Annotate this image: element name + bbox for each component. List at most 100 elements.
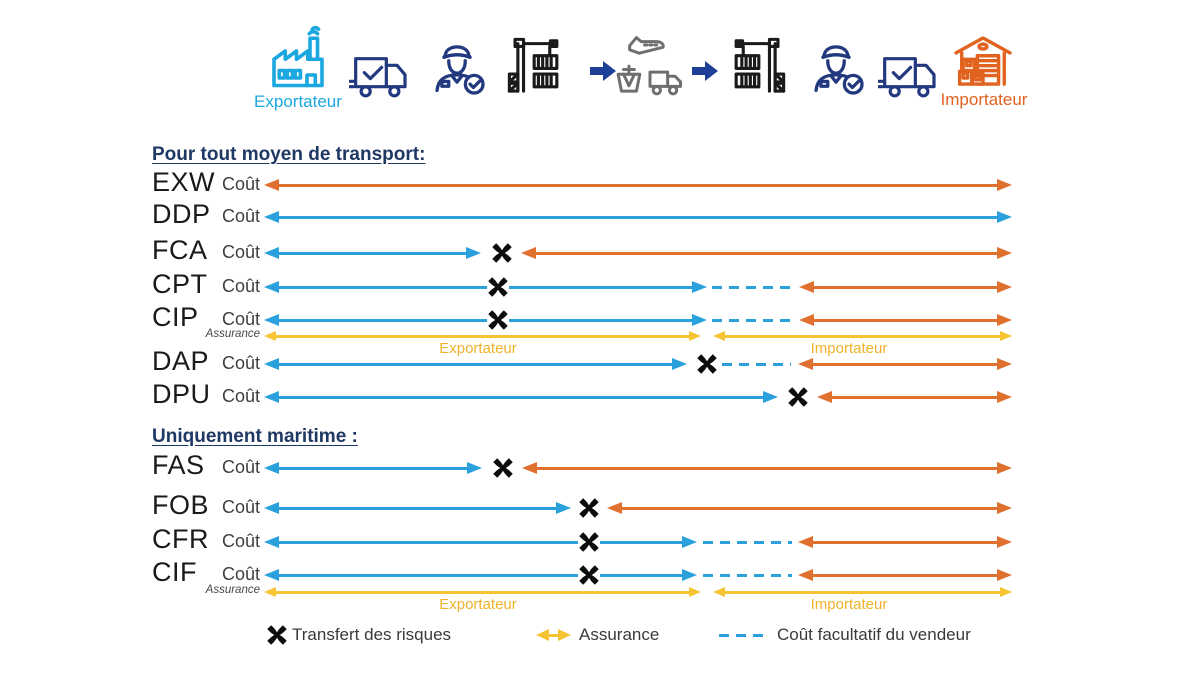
arrowhead-right: [997, 179, 1012, 191]
cost-arrow-line: [812, 285, 999, 289]
flow-arrow-icon: [692, 61, 718, 81]
arrowhead-right: [682, 569, 697, 581]
incoterm-code: CPT: [152, 269, 208, 299]
crane-containers-icon: [507, 37, 559, 93]
arrowhead-right: [997, 281, 1012, 293]
arrowhead-right: [997, 247, 1012, 259]
cost-arrow-line: [723, 590, 1002, 594]
cost-label: Coût: [222, 457, 261, 477]
risk-transfer-icon: [787, 386, 809, 408]
arrowhead-left: [264, 587, 276, 597]
arrowhead-right: [466, 247, 481, 259]
cost-label: Coût: [222, 353, 261, 373]
cost-arrow-line: [277, 395, 765, 399]
cost-arrow-line: [811, 540, 999, 544]
transport-modes-icon: [616, 36, 683, 96]
cost-arrow-line: [277, 251, 468, 255]
cost-arrow-line: [277, 183, 999, 187]
incoterm-code: DDP: [152, 199, 211, 229]
risk-transfer-icon: [266, 624, 288, 646]
arrowhead-left: [264, 179, 279, 191]
cost-label: Coût: [222, 497, 261, 517]
risk-transfer-icon: [696, 353, 718, 375]
crane-containers-icon: [734, 37, 786, 93]
exporter-party-label: Exportateur: [439, 596, 517, 613]
arrowhead-right: [997, 462, 1012, 474]
arrowhead-left: [264, 536, 279, 548]
cost-arrow-line: [277, 506, 558, 510]
arrowhead-left: [536, 629, 549, 641]
legend-label: Assurance: [579, 625, 660, 644]
cost-label: Coût: [222, 242, 261, 262]
arrowhead-left: [799, 281, 814, 293]
warehouse-icon: [954, 36, 1012, 86]
arrowhead-left: [798, 569, 813, 581]
cost-arrow-line: [277, 466, 469, 470]
cost-arrow-line: [620, 506, 999, 510]
cost-arrow-line: [534, 251, 999, 255]
arrowhead-right: [1000, 331, 1012, 341]
arrowhead-right: [682, 536, 697, 548]
cost-arrow-line: [277, 362, 674, 366]
risk-transfer-icon: [578, 564, 600, 586]
optional-cost-dashed-line: [722, 362, 791, 366]
risk-transfer-icon: [578, 497, 600, 519]
optional-cost-dashed-line: [703, 573, 792, 577]
arrowhead-right: [997, 536, 1012, 548]
cost-arrow-line: [830, 395, 999, 399]
cost-arrow-line: [274, 590, 691, 594]
arrowhead-left: [264, 462, 279, 474]
incoterm-code: CIP: [152, 302, 199, 332]
risk-transfer-icon: [487, 276, 509, 298]
incoterm-code: FCA: [152, 235, 208, 265]
customs-officer-icon: [435, 45, 485, 95]
arrowhead-right: [689, 587, 701, 597]
cost-label: Coût: [222, 386, 261, 406]
arrowhead-left: [264, 281, 279, 293]
cost-arrow-line: [277, 573, 684, 577]
optional-cost-dashed-line: [719, 633, 769, 637]
flow-arrow-icon: [590, 61, 616, 81]
cost-arrow-line: [274, 334, 691, 338]
arrowhead-right: [692, 314, 707, 326]
exporter-header-label: Exportateur: [254, 92, 342, 111]
arrowhead-left: [607, 502, 622, 514]
arrowhead-left: [799, 314, 814, 326]
arrowhead-right: [689, 331, 701, 341]
arrowhead-right: [1000, 587, 1012, 597]
cost-arrow-line: [811, 573, 999, 577]
cost-arrow-line: [812, 318, 999, 322]
optional-cost-dashed-line: [712, 318, 792, 322]
risk-transfer-icon: [492, 457, 514, 479]
incoterm-code: FAS: [152, 450, 205, 480]
arrowhead-left: [713, 587, 725, 597]
arrowhead-right: [997, 314, 1012, 326]
truck-check-icon: [349, 57, 407, 98]
cost-arrow-line: [277, 215, 999, 219]
arrowhead-right: [997, 502, 1012, 514]
arrowhead-left: [264, 569, 279, 581]
arrowhead-right: [997, 358, 1012, 370]
arrowhead-left: [264, 314, 279, 326]
arrowhead-left: [522, 462, 537, 474]
arrowhead-left: [264, 502, 279, 514]
arrowhead-left: [264, 247, 279, 259]
arrowhead-left: [798, 358, 813, 370]
arrowhead-right: [763, 391, 778, 403]
cost-label: Coût: [222, 564, 261, 584]
cost-label: Coût: [222, 531, 261, 551]
cost-arrow-line: [277, 285, 694, 289]
arrowhead-left: [264, 391, 279, 403]
cost-label: Coût: [222, 309, 261, 329]
factory-icon: [272, 25, 324, 88]
arrowhead-right: [467, 462, 482, 474]
incoterm-code: DPU: [152, 379, 211, 409]
section-title: Uniquement maritime :: [152, 426, 358, 447]
legend-label: Coût facultatif du vendeur: [777, 625, 971, 644]
importer-header-label: Importateur: [940, 90, 1028, 109]
cost-arrow-line: [277, 540, 684, 544]
arrowhead-right: [692, 281, 707, 293]
arrowhead-left: [264, 331, 276, 341]
arrowhead-right: [997, 391, 1012, 403]
